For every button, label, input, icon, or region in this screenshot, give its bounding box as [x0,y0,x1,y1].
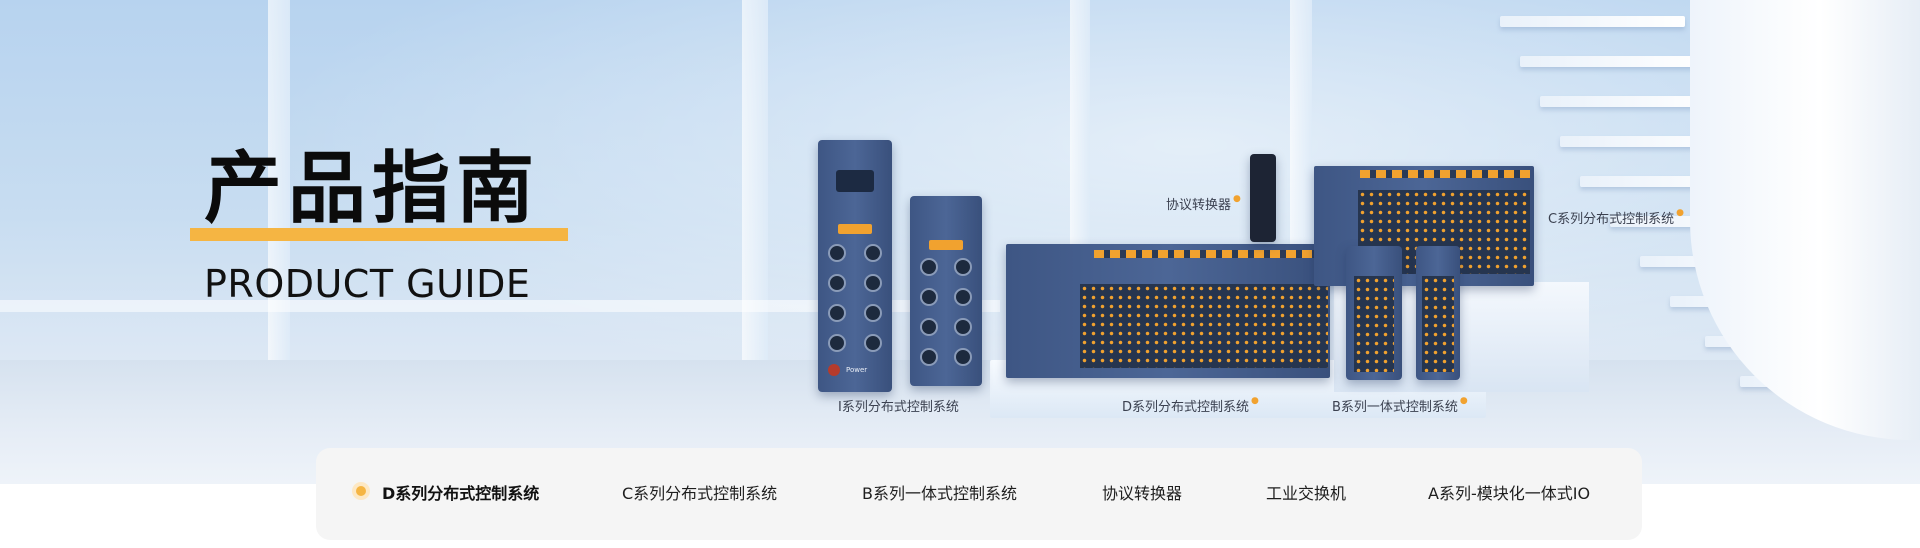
power-label: Power [846,366,868,374]
bullet-mark-icon: ● [1233,194,1241,204]
bullet-mark-icon: ● [1251,396,1259,406]
window-pillar [742,0,768,400]
tab-b-series[interactable]: B系列一体式控制系统 [862,484,1017,503]
protocol-converter-image [1250,154,1276,242]
i-series-module-image: Power [818,140,892,392]
product-label: 协议转换器● [1166,194,1241,213]
b-series-unit-image [1416,246,1460,380]
product-label: I系列分布式控制系统 [838,400,959,415]
page-title: 产品指南 [204,144,541,234]
i-series-module-small-image [910,196,982,386]
title-underline [190,228,568,241]
product-label: B系列一体式控制系统● [1332,396,1468,415]
active-tab-indicator-icon [356,486,366,496]
bullet-mark-icon: ● [1676,208,1684,218]
b-series-unit-image [1346,246,1402,380]
bullet-mark-icon: ● [1459,396,1468,406]
tab-industrial-switch[interactable]: 工业交换机 [1266,484,1347,503]
tab-d-series[interactable]: D系列分布式控制系统 [382,484,540,503]
window-beam [0,300,1000,312]
d-series-rack-image [1006,244,1330,378]
product-category-tabs: D系列分布式控制系统 C系列分布式控制系统 B系列一体式控制系统 协议转换器 工… [316,448,1642,540]
tab-a-series-io[interactable]: A系列-模块化一体式IO [1428,484,1591,503]
tab-c-series[interactable]: C系列分布式控制系统 [622,484,778,503]
hero-banner: 产品指南 PRODUCT GUIDE Power I [0,0,1920,484]
product-label: D系列分布式控制系统● [1122,396,1259,415]
page-subtitle: PRODUCT GUIDE [204,262,531,306]
tab-protocol-converter[interactable]: 协议转换器 [1102,484,1183,503]
product-label: C系列分布式控制系统● [1548,208,1684,227]
